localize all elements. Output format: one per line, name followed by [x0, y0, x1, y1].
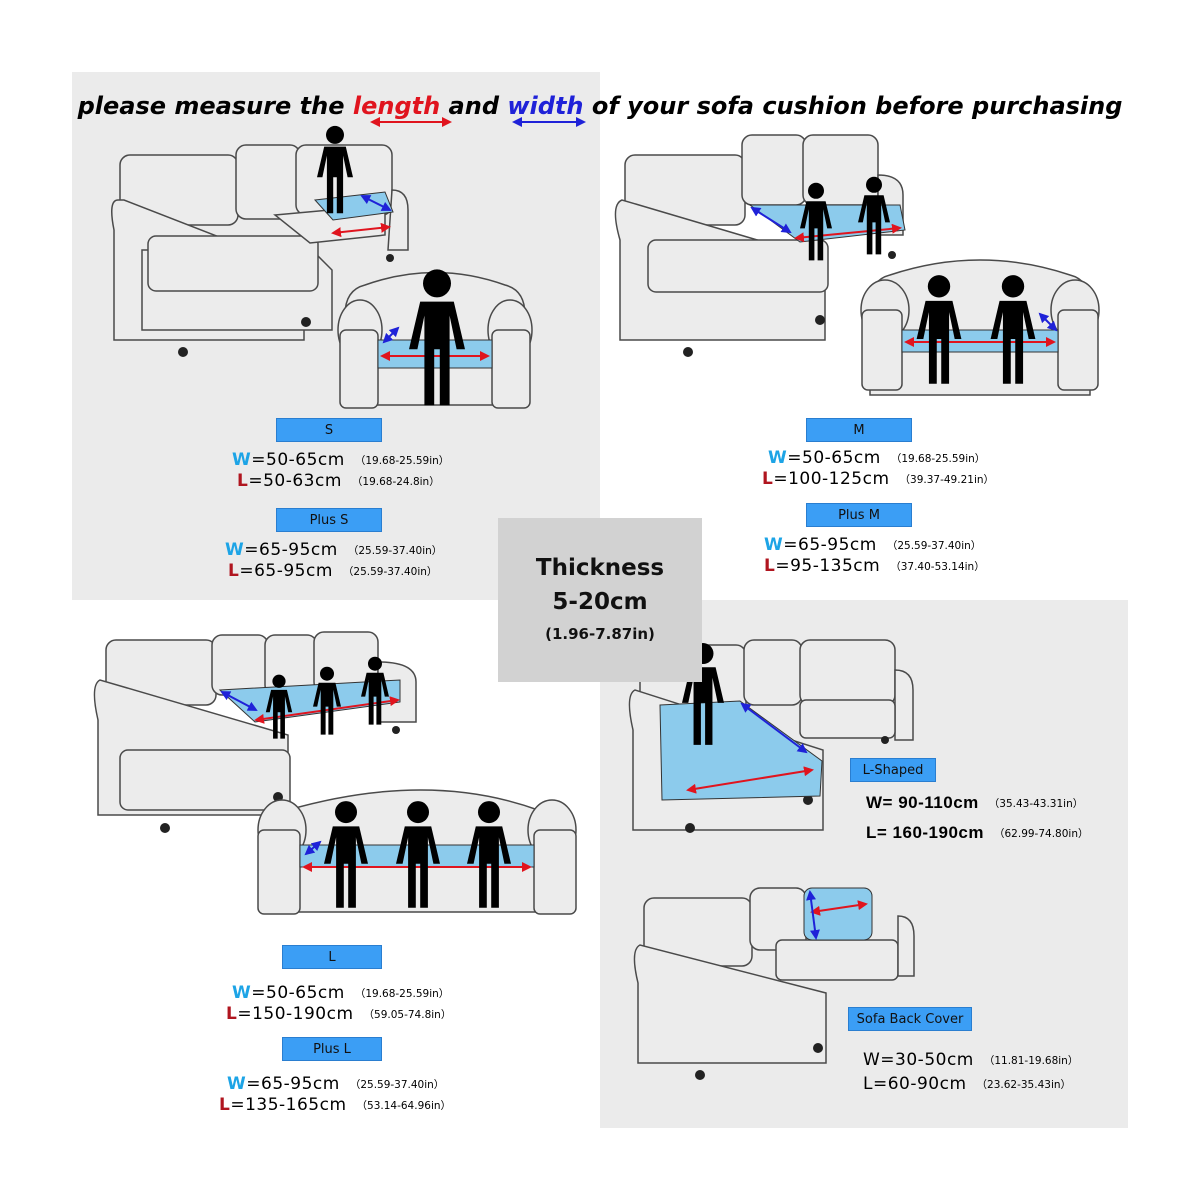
headline-length-word: length	[352, 92, 441, 120]
size-spec-plus-l: W=65-95cm （25.59-37.40in） L=135-165cm （53.…	[219, 1073, 452, 1115]
width-value: =50-65cm	[251, 983, 345, 1003]
width-prefix: W	[764, 535, 784, 555]
sofa-m-chaise	[614, 134, 904, 357]
length-inches: （53.14-64.96in）	[356, 1100, 452, 1112]
length-value: =135-165cm	[230, 1095, 347, 1115]
size-spec-l-shaped: W= 90-110cm （35.43-43.31in） L= 160-190cm （…	[866, 792, 1088, 843]
length-value: =150-190cm	[237, 1004, 354, 1024]
size-spec-sofa-back-cover: W=30-50cm （11.81-19.68in） L=60-90cm （23.62…	[863, 1048, 1078, 1096]
width-value: =65-95cm	[783, 535, 877, 555]
width-inches: （11.81-19.68in）	[983, 1055, 1079, 1067]
width-inches: （19.68-25.59in）	[354, 455, 450, 467]
size-tag-l: L	[282, 945, 382, 969]
size-spec-m: W=50-65cm （19.68-25.59in） L=100-125cm （39.…	[762, 447, 995, 489]
length-value: =65-95cm	[239, 561, 333, 581]
width-prefix: W	[232, 983, 252, 1003]
width-value: W= 90-110cm	[866, 793, 979, 812]
width-inches: （19.68-25.59in）	[354, 988, 450, 1000]
width-inches: （25.59-37.40in）	[886, 540, 982, 552]
width-inches: （25.59-37.40in）	[349, 1079, 445, 1091]
thickness-inches: (1.96-7.87in)	[545, 625, 655, 643]
thickness-range: 5-20cm	[552, 589, 648, 615]
width-inches: （35.43-43.31in）	[988, 798, 1084, 810]
size-tag-plus-l: Plus L	[282, 1037, 382, 1061]
thickness-box: Thickness 5-20cm (1.96-7.87in)	[498, 518, 702, 682]
length-value: =95-135cm	[775, 556, 881, 576]
size-spec-l: W=50-65cm （19.68-25.59in） L=150-190cm （59.…	[226, 982, 452, 1024]
width-value: W=30-50cm	[863, 1050, 974, 1070]
page-headline: please measure the length and width of y…	[0, 86, 1200, 126]
length-prefix: L	[228, 561, 240, 581]
length-prefix: L	[237, 471, 249, 491]
size-spec-plus-s: W=65-95cm （25.59-37.40in） L=65-95cm （25.59…	[225, 539, 442, 581]
sofa-back-cover	[633, 887, 915, 1080]
size-tag-m: M	[806, 418, 912, 442]
width-prefix: W	[232, 450, 252, 470]
length-inches: （25.59-37.40in）	[342, 566, 438, 578]
headline-text: and	[440, 92, 508, 120]
headline-width-word: width	[507, 92, 584, 120]
headline-text: of your sofa cushion before purchasing	[583, 92, 1123, 120]
length-inches: （59.05-74.8in）	[363, 1009, 452, 1021]
size-tag-plus-s: Plus S	[276, 508, 382, 532]
width-value: =50-65cm	[251, 450, 345, 470]
size-tag-plus-m: Plus M	[806, 503, 912, 527]
sofa-l-chaise	[93, 631, 417, 833]
size-tag-l-shaped: L-Shaped	[850, 758, 936, 782]
length-inches: （37.40-53.14in）	[890, 561, 985, 573]
length-inches: （62.99-74.80in）	[994, 828, 1089, 840]
size-spec-plus-m: W=65-95cm （25.59-37.40in） L=95-135cm （37.4…	[764, 534, 985, 576]
width-inches: （25.59-37.40in）	[347, 545, 443, 557]
length-prefix: L	[226, 1004, 238, 1024]
length-inches: （39.37-49.21in）	[899, 474, 995, 486]
length-prefix: L	[219, 1095, 231, 1115]
width-prefix: W	[227, 1074, 247, 1094]
width-value: =65-95cm	[244, 540, 338, 560]
headline-text: please measure the	[77, 92, 353, 120]
length-value: L= 160-190cm	[866, 823, 984, 842]
width-prefix: W	[768, 448, 788, 468]
length-value: =100-125cm	[773, 469, 890, 489]
width-value: =50-65cm	[787, 448, 881, 468]
length-prefix: L	[762, 469, 774, 489]
width-value: =65-95cm	[246, 1074, 340, 1094]
length-value: L=60-90cm	[863, 1074, 967, 1094]
thickness-title: Thickness	[535, 555, 665, 581]
width-inches: （19.68-25.59in）	[890, 453, 986, 465]
width-prefix: W	[225, 540, 245, 560]
size-tag-s: S	[276, 418, 382, 442]
length-prefix: L	[764, 556, 776, 576]
length-inches: （19.68-24.8in）	[351, 476, 440, 488]
length-inches: （23.62-35.43in）	[976, 1079, 1072, 1091]
size-spec-s: W=50-65cm （19.68-25.59in） L=50-63cm （19.68…	[232, 449, 449, 491]
size-tag-sofa-back-cover: Sofa Back Cover	[848, 1007, 972, 1031]
loveseat-m	[860, 259, 1100, 396]
length-value: =50-63cm	[248, 471, 342, 491]
